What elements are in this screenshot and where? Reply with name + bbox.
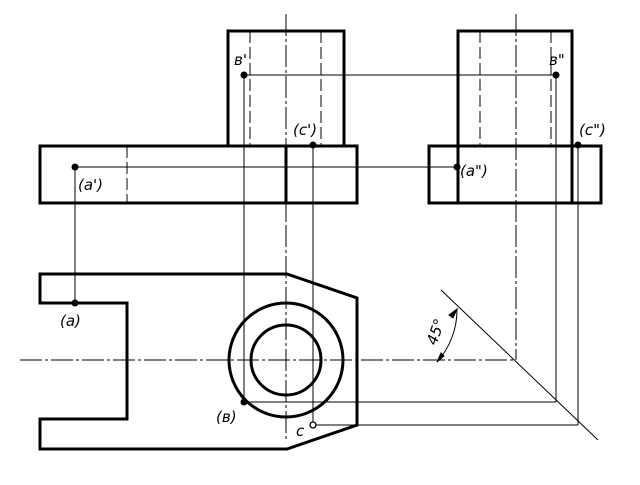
point-c-side: [574, 141, 582, 149]
label-b-side: в": [549, 51, 565, 69]
label-angle: 45°: [423, 316, 449, 347]
label-a-front: (а'): [78, 176, 103, 194]
point-b-top: [240, 398, 248, 406]
construction-lines: [436, 225, 599, 441]
front-view-base: [38, 144, 359, 205]
point-a-side: [453, 163, 461, 171]
angle-arrow-top: [448, 307, 459, 319]
point-c-front: [309, 141, 317, 149]
label-c-front: (с'): [293, 121, 317, 139]
projection-lines: [74, 74, 579, 426]
top-view-outline: [38, 272, 359, 451]
label-c-top: с: [296, 422, 305, 440]
point-b-front: [240, 71, 248, 79]
side-view-base: [427, 144, 603, 205]
miter-line-45: [440, 289, 599, 441]
point-c-top: [309, 421, 317, 429]
side-view: [427, 14, 603, 225]
label-a-side: (а"): [460, 162, 488, 180]
labels: в' в" (с') (с") (а') (а") (а) (в) с 45°: [60, 51, 606, 440]
label-b-top: (в): [216, 408, 237, 426]
front-view: [38, 14, 359, 225]
label-a-top: (а): [60, 312, 81, 330]
side-view-upper-block: [456, 29, 574, 148]
point-a-top: [71, 299, 79, 307]
point-a-front: [71, 163, 79, 171]
label-b-front: в': [234, 51, 247, 69]
label-c-side: (с"): [579, 121, 606, 139]
point-b-side: [552, 71, 560, 79]
angle-arrow-bottom: [436, 352, 445, 363]
top-view: [20, 225, 516, 451]
points: [71, 71, 582, 429]
